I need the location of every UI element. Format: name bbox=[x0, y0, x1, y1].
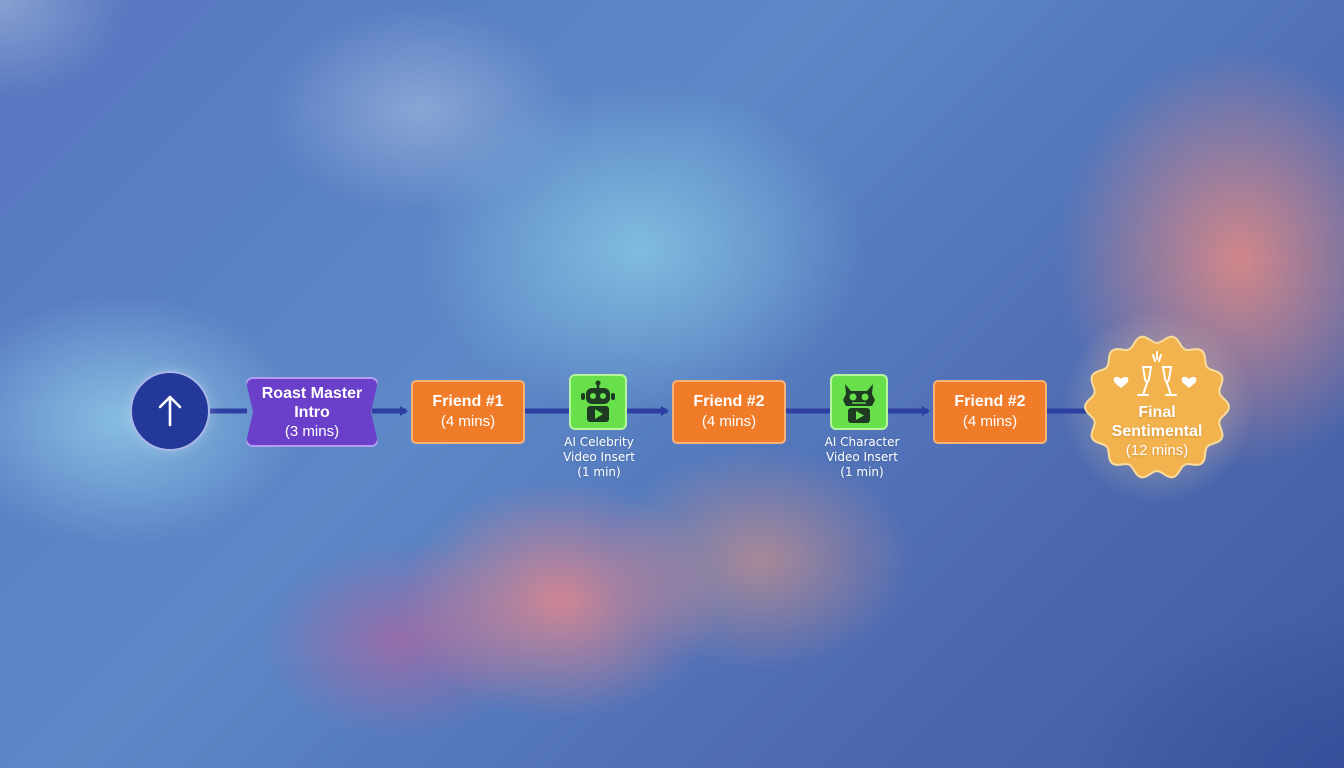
friend3-title: Friend #2 bbox=[954, 393, 1026, 410]
final-text: Final Sentimental (12 mins) bbox=[1083, 403, 1231, 460]
final-line1: Final bbox=[1138, 404, 1176, 421]
ai-celebrity-step bbox=[569, 374, 627, 430]
final-duration: (12 mins) bbox=[1125, 442, 1189, 459]
friend1-step: Friend #1 (4 mins) bbox=[411, 380, 525, 444]
start-node bbox=[130, 371, 210, 451]
final-sentimental-step: Final Sentimental (12 mins) bbox=[1083, 333, 1231, 481]
roast-master-intro-step: Roast Master Intro (3 mins) bbox=[245, 377, 379, 447]
friend2-step: Friend #2 (4 mins) bbox=[672, 380, 786, 444]
friend1-duration: (4 mins) bbox=[440, 413, 496, 430]
friend2-title: Friend #2 bbox=[693, 393, 765, 410]
arrow-up-icon bbox=[158, 395, 182, 427]
heart-icon-right bbox=[1181, 376, 1197, 388]
ai-celebrity-line2: Video Insert bbox=[563, 450, 635, 464]
champagne-toast-icon bbox=[1137, 351, 1177, 396]
ai-character-duration: (1 min) bbox=[840, 465, 884, 479]
monster-video-icon bbox=[843, 384, 875, 423]
friend1-title: Friend #1 bbox=[432, 393, 504, 410]
ai-character-line2: Video Insert bbox=[826, 450, 898, 464]
ai-celebrity-line1: AI Celebrity bbox=[564, 435, 634, 449]
ai-celebrity-label: AI Celebrity Video Insert (1 min) bbox=[539, 435, 659, 480]
final-line2: Sentimental bbox=[1111, 423, 1203, 440]
ai-character-label: AI Character Video Insert (1 min) bbox=[802, 435, 922, 480]
heart-icon-left bbox=[1113, 376, 1129, 388]
intro-duration: (3 mins) bbox=[284, 422, 340, 440]
final-badge-shape bbox=[1083, 335, 1231, 479]
friend3-step: Friend #2 (4 mins) bbox=[933, 380, 1047, 444]
intro-title-line1: Roast Master bbox=[261, 384, 363, 402]
ai-character-step bbox=[830, 374, 888, 430]
robot-video-icon bbox=[581, 380, 615, 422]
friend2-duration: (4 mins) bbox=[701, 413, 757, 430]
friend3-duration: (4 mins) bbox=[962, 413, 1018, 430]
ai-character-line1: AI Character bbox=[824, 435, 900, 449]
intro-title-line2: Intro bbox=[294, 403, 330, 421]
ai-celebrity-duration: (1 min) bbox=[577, 465, 621, 479]
